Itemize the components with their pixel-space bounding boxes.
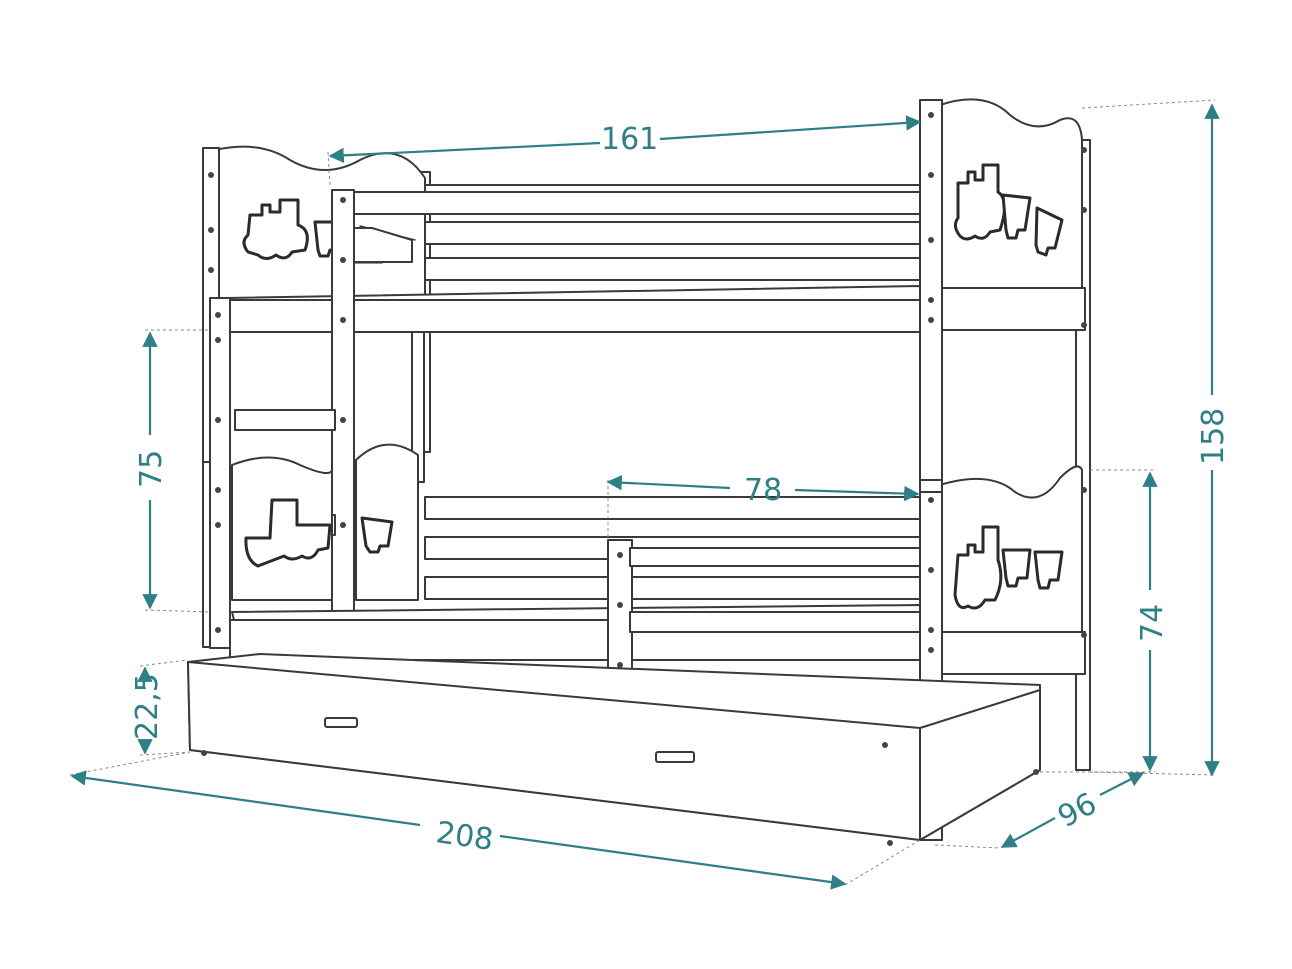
upper-left-headboard (214, 145, 426, 301)
drawer-handle-left[interactable] (324, 717, 358, 728)
dim-drawer-height: 22,5 (130, 673, 165, 740)
right-front-post (919, 99, 1087, 841)
lower-left-headboard (231, 443, 419, 601)
dim-total-height: 158 (1196, 408, 1231, 465)
dim-upper-clearance: 75 (134, 450, 169, 488)
dimension-lines (70, 103, 1220, 890)
drawer (187, 653, 1041, 846)
upper-right-headboard (939, 98, 1083, 301)
lower-right-headboard (939, 465, 1083, 671)
dim-top-length: 161 (601, 122, 658, 157)
dim-total-length: 208 (434, 815, 496, 858)
extension-lines (69, 99, 1216, 886)
train-icon (953, 525, 1064, 610)
left-posts (202, 147, 231, 649)
lower-bed (229, 539, 1086, 686)
dim-inner-width: 78 (744, 473, 782, 508)
train-icon (244, 498, 394, 568)
train-icon (953, 163, 1064, 257)
dim-lower-end-height: 74 (1135, 604, 1170, 642)
dim-depth: 96 (1052, 786, 1102, 835)
drawer-handle-right[interactable] (655, 751, 695, 763)
